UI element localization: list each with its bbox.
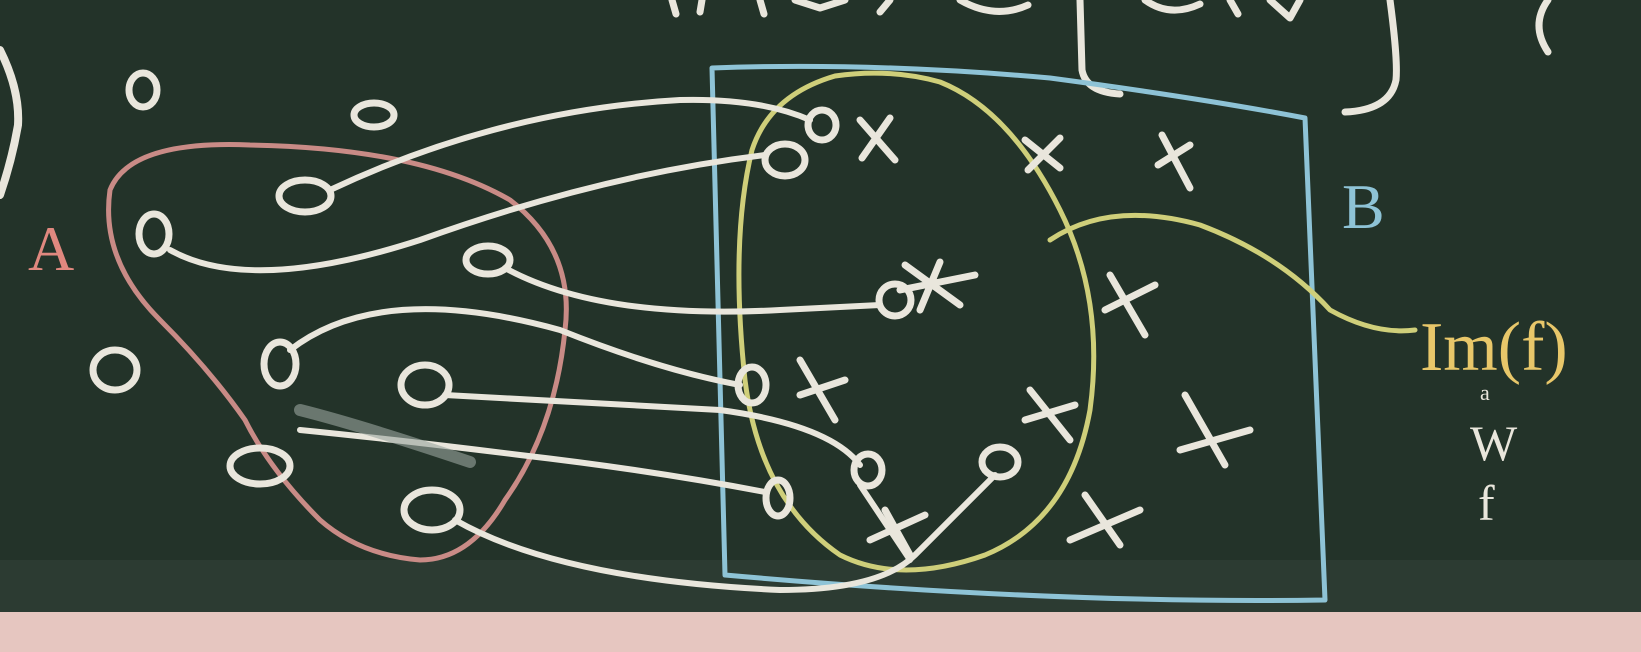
codomain-point (796, 356, 849, 424)
codomain-point (866, 506, 929, 559)
image-point (850, 450, 886, 490)
set-a-label: A (28, 213, 74, 284)
chalk-tray (0, 612, 1641, 652)
codomain-point (1176, 391, 1254, 469)
image-connector (1047, 212, 1418, 334)
domain-point (125, 69, 161, 111)
mapping-curve (502, 265, 883, 315)
domain-point (350, 99, 398, 131)
top-fragment-1 (668, 0, 1032, 18)
top-brace-right (1341, 0, 1400, 116)
set-b-box (709, 63, 1328, 603)
mapping-curve (287, 306, 743, 388)
left-arc (0, 46, 23, 199)
mapping-curve (442, 392, 863, 468)
codomain-point (1021, 134, 1064, 174)
domain-point (226, 444, 294, 488)
mapping-curve (857, 482, 913, 563)
set-a-outline (106, 142, 569, 563)
image-point (804, 106, 840, 144)
domain-point (397, 361, 453, 409)
codomain-point (896, 258, 979, 314)
mapping-curve (452, 472, 998, 593)
subscript-mid: W (1470, 415, 1518, 471)
codomain-point (1101, 271, 1159, 339)
image-label: Im(f) (1420, 309, 1568, 386)
domain-points (89, 69, 514, 534)
image-points (734, 106, 1022, 520)
subscript-bot: f (1478, 475, 1495, 531)
subscript-top: a (1480, 380, 1490, 405)
codomain-point (1154, 131, 1194, 192)
domain-point (89, 346, 141, 394)
top-paren (1535, 0, 1552, 56)
mapping-curve (167, 152, 768, 274)
domain-point (400, 486, 464, 534)
set-b-label: B (1342, 171, 1385, 242)
image-point (761, 140, 809, 180)
codomain-points (796, 114, 1254, 559)
mapping-arrows (167, 96, 998, 593)
domain-point (260, 338, 300, 390)
image-point (978, 443, 1022, 481)
domain-point (275, 176, 335, 216)
image-outline (736, 70, 1097, 573)
domain-point (462, 242, 514, 278)
domain-point (135, 210, 173, 258)
image-point (875, 280, 915, 320)
mapping-curve (297, 427, 768, 495)
codomain-point (1066, 491, 1144, 549)
image-point (762, 476, 794, 520)
smudge-mark (294, 404, 476, 468)
codomain-point (856, 114, 899, 164)
codomain-point (1021, 386, 1079, 444)
mapping-curve (327, 96, 813, 193)
top-fragment-2 (1141, 0, 1304, 22)
